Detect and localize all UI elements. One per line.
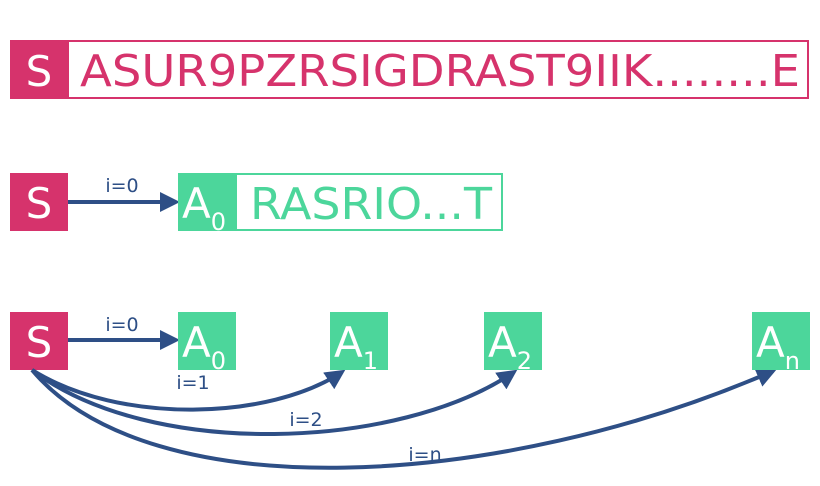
row3-edge-n [30, 368, 777, 470]
row2-node-box [178, 173, 236, 231]
row3-node-0-sub: 0 [211, 347, 226, 375]
row3-edge-label-2: i=2 [289, 409, 322, 431]
row3-node-2-name: A [488, 318, 517, 367]
row3-edge-label-1: i=1 [176, 372, 209, 394]
row3-group: S i=0 i=1 i=2 i=n A0 A1 A2 An [10, 312, 810, 470]
row2-node-label: A0 [182, 179, 226, 236]
row2-start-box [10, 173, 68, 231]
row3-node-1-sub: 1 [363, 347, 378, 375]
row3-node-0-name: A [182, 318, 211, 367]
row3-start-label: S [26, 318, 53, 367]
row1-group: S ASUR9PZRSIGDRAST9IIK........E [10, 40, 809, 99]
row2-group: S i=0 A0 RASRIO...T [10, 173, 503, 236]
row3-edge-label-0: i=0 [105, 314, 138, 336]
row3-edge-label-n: i=n [408, 444, 441, 466]
row2-start-label: S [26, 179, 53, 228]
row2-node-name: A [182, 179, 211, 228]
row1-start-label: S [26, 47, 53, 96]
row3-node-2-box [484, 312, 542, 370]
row3-node-0-box [178, 312, 236, 370]
row2-sequence-text: RASRIO...T [250, 179, 492, 230]
row3-node-2-label: A2 [488, 318, 532, 375]
row2-edge-label: i=0 [105, 175, 138, 197]
row3-node-1-box [330, 312, 388, 370]
row3-node-0-label: A0 [182, 318, 226, 375]
row3-node-1-name: A [334, 318, 363, 367]
row3-node-n-label: An [756, 318, 800, 375]
row3-edge-1 [30, 368, 346, 412]
row3-start-box [10, 312, 68, 370]
row1-sequence-text: ASUR9PZRSIGDRAST9IIK........E [80, 46, 800, 97]
row3-node-n-sub: n [785, 347, 800, 375]
row1-start-box [10, 40, 68, 99]
row3-node-n-name: A [756, 318, 785, 367]
row3-node-1-label: A1 [334, 318, 378, 375]
row3-node-n-box [752, 312, 810, 370]
row1-sequence-box [67, 40, 809, 99]
row2-sequence-box [235, 173, 503, 231]
row3-edge-2 [30, 368, 518, 436]
row3-node-2-sub: 2 [517, 347, 532, 375]
row2-node-sub: 0 [211, 208, 226, 236]
